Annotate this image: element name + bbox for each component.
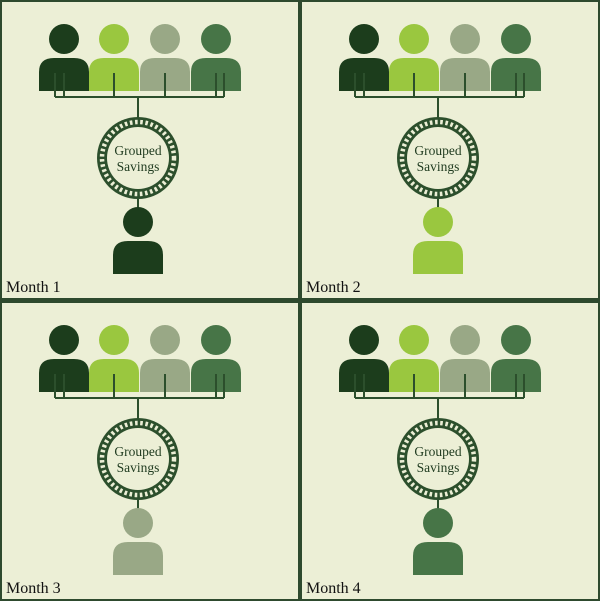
person-head [399, 325, 429, 355]
pool-label-line1: Grouped [414, 444, 461, 459]
month-label: Month 4 [306, 580, 361, 597]
person-body [413, 241, 463, 274]
person-body [413, 542, 463, 575]
person-head [49, 325, 79, 355]
pool-label-line2: Savings [417, 460, 460, 475]
recipient-person [413, 508, 463, 575]
connector-lines [54, 73, 225, 127]
person-head [99, 24, 129, 54]
person-head [501, 24, 531, 54]
person-head [123, 508, 153, 538]
person-head [423, 508, 453, 538]
person-head [423, 207, 453, 237]
person-head [450, 24, 480, 54]
person-head [201, 24, 231, 54]
recipient-person [113, 508, 163, 575]
person-head [201, 325, 231, 355]
person-body [113, 542, 163, 575]
pool-label-line1: Grouped [114, 143, 161, 158]
month-label: Month 3 [6, 580, 61, 597]
person-head [150, 325, 180, 355]
recipient-person [413, 207, 463, 274]
pool-label-line1: Grouped [414, 143, 461, 158]
pool-label-line2: Savings [117, 460, 160, 475]
pool-label-line2: Savings [117, 159, 160, 174]
pool-label-line1: Grouped [114, 444, 161, 459]
person-head [150, 24, 180, 54]
person-head [99, 325, 129, 355]
person-head [49, 24, 79, 54]
person-head [501, 325, 531, 355]
month-label: Month 1 [6, 279, 61, 296]
person-head [450, 325, 480, 355]
pool-label-line2: Savings [417, 159, 460, 174]
month-label: Month 2 [306, 279, 361, 296]
recipient-person [113, 207, 163, 274]
person-head [349, 325, 379, 355]
person-head [123, 207, 153, 237]
person-head [349, 24, 379, 54]
person-body [113, 241, 163, 274]
connector-lines [354, 374, 525, 428]
person-head [399, 24, 429, 54]
